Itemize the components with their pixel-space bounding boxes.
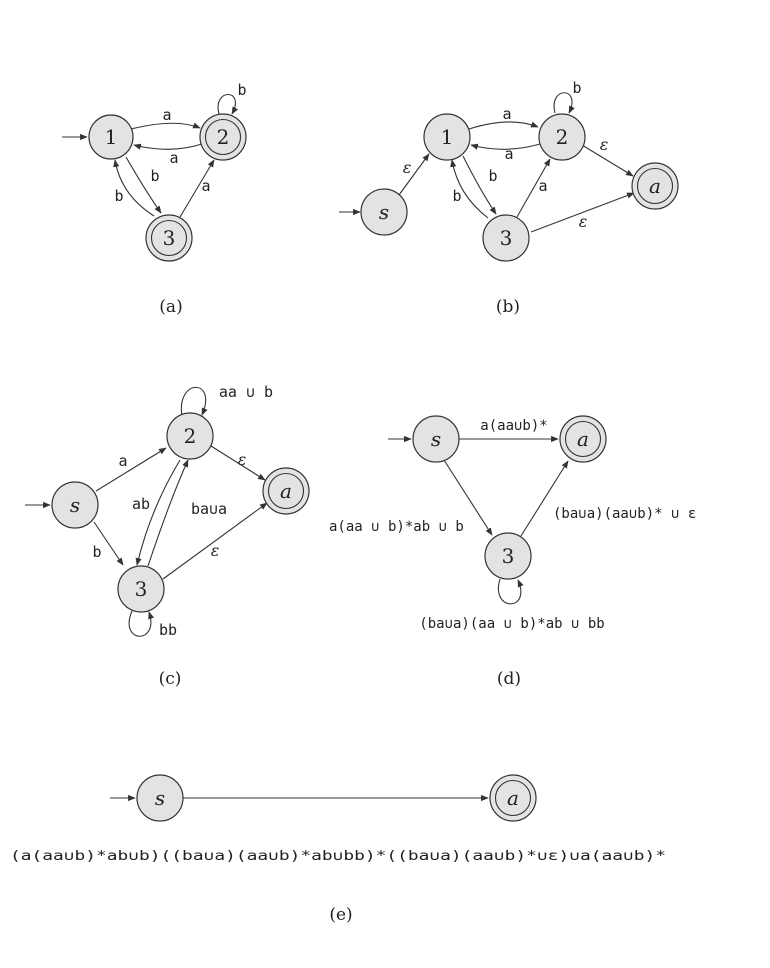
panel-b-label-3-2: a [538, 177, 547, 195]
panel-a-label-3-2: a [201, 177, 210, 195]
panel-a: a a b b b a 1 2 3 (a) [62, 81, 247, 317]
panel-b-edge-1-3 [462, 155, 497, 215]
panel-c-label-2-2: aa ∪ b [219, 383, 273, 401]
panel-c-edge-s-2 [95, 447, 167, 492]
panel-d-state-accept: a [559, 415, 607, 463]
panel-b-label-3-1: b [452, 187, 461, 205]
panel-c-caption: (c) [159, 669, 182, 689]
panel-c-label-3-3: bb [159, 621, 177, 639]
panel-a-edge-1-2 [130, 122, 201, 130]
panel-a-label-1-3: b [150, 167, 159, 185]
panel-a-edge-3-2 [179, 159, 215, 218]
svg-text:3: 3 [135, 577, 148, 601]
svg-text:s: s [155, 786, 165, 810]
panel-b-state-1: 1 [423, 113, 471, 161]
svg-text:a: a [280, 479, 292, 503]
panel-a-label-1-2: a [162, 106, 171, 124]
panel-c-edge-3-2 [147, 459, 189, 567]
panel-c-state-accept: a [262, 467, 310, 515]
panel-a-edge-2-1 [133, 143, 203, 150]
panel-c: a b aa ∪ b ab ba∪a bb ε ε s 2 3 a (c) [25, 383, 310, 689]
panel-c-label-s-3: b [92, 543, 101, 561]
svg-text:1: 1 [105, 125, 118, 149]
panel-a-caption: (a) [159, 297, 182, 317]
panel-b: ε a a b b b a ε ε s 1 2 3 a (b) [339, 79, 679, 317]
panel-b-label-3-a: ε [579, 212, 588, 231]
panel-b-edge-1-2 [468, 121, 539, 130]
panel-c-label-3-2: ab [132, 495, 150, 513]
panel-b-state-s: s [360, 188, 408, 236]
panel-d-label-3-3: (ba∪a)(aa ∪ b)*ab ∪ bb [419, 616, 604, 632]
svg-text:2: 2 [217, 125, 230, 149]
panel-a-label-3-1: b [114, 187, 123, 205]
panel-b-label-1-2: a [502, 105, 511, 123]
panel-b-edge-3-a [530, 192, 635, 233]
panel-b-label-2-2: b [572, 79, 581, 97]
panel-e-state-accept: a [489, 774, 537, 822]
panel-c-edge-2-3 [135, 459, 181, 566]
panel-d-state-s: s [412, 415, 460, 463]
panel-a-edge-3-1 [113, 159, 155, 217]
svg-text:s: s [379, 200, 389, 224]
panel-b-edge-3-1 [450, 159, 489, 219]
panel-c-label-2-3: ba∪a [191, 500, 227, 518]
panel-b-edge-2-a [581, 144, 634, 177]
panel-c-edge-3-3 [128, 610, 155, 637]
panel-d-label-s-3: a(aa ∪ b)*ab ∪ b [329, 519, 464, 535]
panel-e: s a (a(aa∪b)*ab∪b)((ba∪a)(aa∪b)*ab∪bb)*(… [10, 774, 666, 925]
svg-text:s: s [70, 493, 80, 517]
panel-b-state-3: 3 [482, 214, 530, 262]
svg-text:a: a [507, 786, 519, 810]
panel-d-state-3: 3 [484, 532, 532, 580]
svg-text:a: a [649, 174, 661, 198]
panel-b-label-2-1: a [504, 145, 513, 163]
panel-b-state-2: 2 [538, 113, 586, 161]
svg-text:1: 1 [441, 125, 454, 149]
svg-text:2: 2 [556, 125, 569, 149]
panel-b-edge-3-2 [516, 158, 551, 218]
panel-c-edge-s-3 [93, 521, 124, 566]
svg-text:a: a [577, 427, 589, 451]
svg-text:3: 3 [502, 544, 515, 568]
panel-c-label-s-2: a [118, 452, 127, 470]
panel-a-state-2: 2 [199, 113, 247, 161]
panel-b-label-1-3: b [488, 167, 497, 185]
svg-text:2: 2 [184, 424, 197, 448]
panel-b-edge-2-2 [553, 92, 575, 114]
panel-a-state-3: 3 [145, 214, 193, 262]
panel-d-label-3-a: (ba∪a)(aa∪b)* ∪ ε [553, 506, 696, 522]
panel-a-state-1: 1 [88, 114, 134, 160]
panel-a-label-2-1: a [169, 149, 178, 167]
panel-d: a(aa∪b)* a(aa ∪ b)*ab ∪ b (ba∪a)(aa∪b)* … [329, 415, 696, 689]
panel-b-caption: (b) [496, 297, 520, 317]
panel-c-label-2-a: ε [238, 450, 247, 469]
panel-e-regular-expression: (a(aa∪b)*ab∪b)((ba∪a)(aa∪b)*ab∪bb)*((ba∪… [10, 849, 666, 864]
panel-c-state-3: 3 [117, 565, 165, 613]
panel-c-state-2: 2 [166, 412, 214, 460]
svg-text:3: 3 [500, 226, 513, 250]
svg-text:3: 3 [163, 226, 176, 250]
svg-text:s: s [431, 427, 441, 451]
panel-c-edge-3-a [162, 502, 268, 580]
panel-d-edge-s-3 [443, 459, 493, 536]
panel-d-label-s-a: a(aa∪b)* [480, 418, 547, 434]
panel-d-edge-3-a [520, 460, 569, 537]
panel-b-edge-s-1 [398, 153, 430, 196]
panel-a-label-2-2: b [237, 81, 246, 99]
panel-c-state-s: s [51, 481, 99, 529]
panel-a-edge-1-3 [125, 156, 162, 214]
panel-e-state-s: s [136, 774, 184, 822]
panel-c-edge-2-2 [180, 387, 208, 417]
panel-d-caption: (d) [497, 669, 521, 689]
panel-b-label-2-a: ε [600, 135, 609, 154]
panel-c-edge-2-a [210, 445, 266, 481]
panel-e-caption: (e) [329, 905, 352, 925]
panel-b-edge-2-1 [470, 143, 541, 150]
panel-d-edge-3-3 [497, 578, 524, 605]
panel-c-label-3-a: ε [211, 541, 220, 560]
panel-a-edge-2-2 [217, 93, 238, 115]
panel-b-label-s-1: ε [403, 158, 412, 177]
panel-b-state-accept: a [631, 162, 679, 210]
